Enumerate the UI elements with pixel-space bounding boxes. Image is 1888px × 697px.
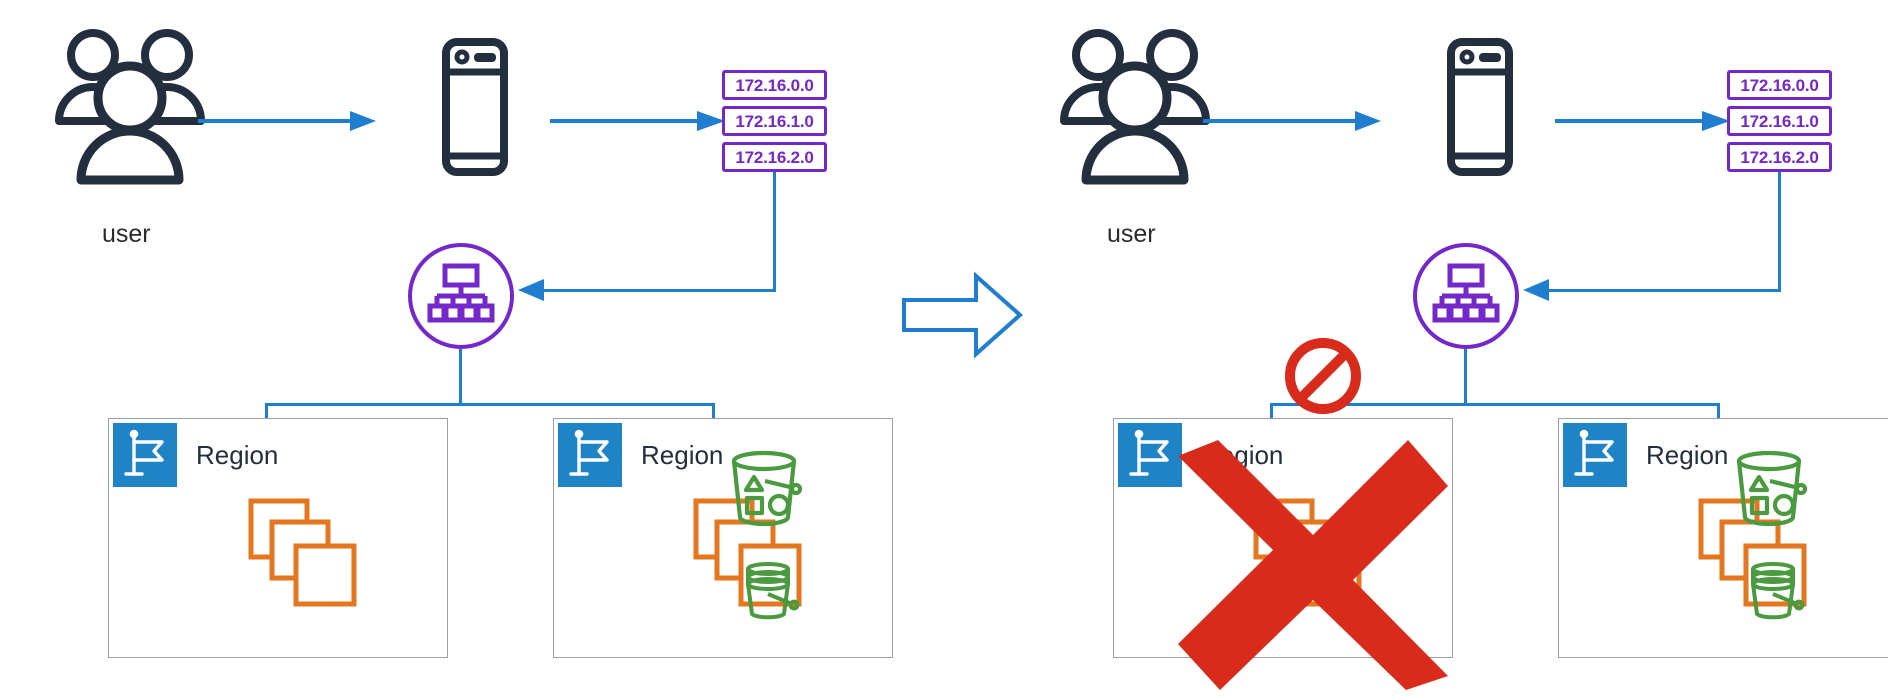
arrow-device-to-cidr-left bbox=[550, 110, 725, 132]
connector-cidr-down-left bbox=[773, 172, 776, 292]
cidr-block: 172.16.1.0 bbox=[1727, 106, 1832, 136]
region-label: Region bbox=[196, 440, 279, 470]
mobile-device-icon bbox=[1447, 38, 1513, 176]
object-storage-bucket-icon bbox=[728, 450, 814, 528]
user-label-right: user bbox=[1107, 220, 1156, 248]
users-group-icon bbox=[1050, 25, 1220, 205]
connector-router-bus-right bbox=[1270, 403, 1720, 406]
cidr-block: 172.16.2.0 bbox=[1727, 142, 1832, 172]
connector-cidr-to-router-left bbox=[540, 289, 776, 292]
connector-cidr-down-right bbox=[1778, 172, 1781, 292]
network-hierarchy-icon bbox=[1432, 263, 1500, 329]
no-entry-icon bbox=[1281, 334, 1365, 418]
archive-storage-icon bbox=[742, 562, 804, 624]
region-flag-icon bbox=[1574, 429, 1614, 476]
region-label: Region bbox=[641, 440, 724, 470]
transition-arrow-icon bbox=[900, 271, 1024, 359]
network-hierarchy-icon bbox=[427, 263, 495, 329]
connector-drop-region2-right bbox=[1717, 403, 1720, 431]
cidr-block: 172.16.1.0 bbox=[722, 106, 827, 136]
region-flag-tile bbox=[113, 423, 177, 487]
cidr-block: 172.16.0.0 bbox=[1727, 70, 1832, 100]
cidr-block: 172.16.2.0 bbox=[722, 142, 827, 172]
region-flag-tile bbox=[1118, 423, 1182, 487]
arrowhead-into-router-right bbox=[1523, 278, 1549, 302]
connector-cidr-to-router-right bbox=[1545, 289, 1781, 292]
connector-router-stem-left bbox=[459, 349, 462, 405]
connector-router-stem-right bbox=[1464, 349, 1467, 405]
region-flag-icon bbox=[124, 429, 164, 476]
mobile-device-icon bbox=[442, 38, 508, 176]
connector-drop-region2-left bbox=[712, 403, 715, 431]
archive-storage-icon bbox=[1747, 562, 1809, 624]
arrow-device-to-cidr-right bbox=[1555, 110, 1730, 132]
arrow-user-to-device-right bbox=[1203, 110, 1381, 132]
connector-drop-region1-left bbox=[265, 403, 268, 431]
connector-drop-region1-right bbox=[1270, 403, 1273, 431]
object-storage-bucket-icon bbox=[1733, 450, 1819, 528]
arrowhead-into-router-left bbox=[518, 278, 544, 302]
region-flag-icon bbox=[569, 429, 609, 476]
region-flag-tile bbox=[558, 423, 622, 487]
region-flag-tile bbox=[1563, 423, 1627, 487]
red-x-icon bbox=[1178, 440, 1448, 690]
connector-router-bus-left bbox=[265, 403, 715, 406]
ec2-instances-icon bbox=[248, 498, 358, 608]
arrow-user-to-device-left bbox=[198, 110, 376, 132]
users-group-icon bbox=[45, 25, 215, 205]
user-label-left: user bbox=[102, 220, 151, 248]
cidr-block: 172.16.0.0 bbox=[722, 70, 827, 100]
region-flag-icon bbox=[1129, 429, 1169, 476]
region-label: Region bbox=[1646, 440, 1729, 470]
